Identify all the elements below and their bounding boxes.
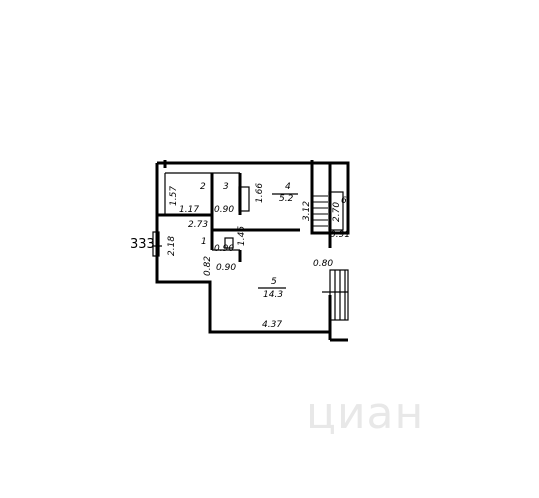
dim-1-57: 1.57	[169, 186, 179, 206]
room-6-number: 6	[341, 196, 347, 206]
interior-walls	[157, 172, 300, 262]
dim-3-12: 3.12	[302, 201, 312, 221]
dim-0-90-c: 0.90	[216, 263, 236, 273]
room-4-area: 5.2	[279, 194, 294, 204]
dim-0-90-a: 0.90	[214, 205, 234, 215]
dim-2-70: 2.70	[332, 202, 342, 222]
fixture	[238, 186, 250, 212]
dim-2-18: 2.18	[167, 236, 177, 256]
fixture-small	[224, 237, 234, 249]
side-label: 333	[130, 237, 155, 252]
outer-walls	[155, 160, 348, 342]
dim-4-37: 4.37	[262, 320, 282, 330]
watermark: циан	[306, 388, 424, 439]
dim-0-80: 0.80	[313, 259, 333, 269]
room-4-number: 4	[285, 182, 291, 192]
dim-0-91: 0.91	[330, 230, 350, 240]
dim-1-17: 1.17	[179, 205, 199, 215]
dim-0-90-b: 0.90	[214, 244, 234, 254]
room-2-number: 2	[200, 182, 206, 192]
dim-2-73: 2.73	[188, 220, 208, 230]
room-5-area: 14.3	[263, 290, 283, 300]
window-hatch	[322, 269, 349, 321]
room-3-number: 3	[223, 182, 229, 192]
dim-1-45: 1.45	[237, 226, 247, 246]
room-1-number: 1	[201, 237, 207, 247]
dim-0-82: 0.82	[203, 256, 213, 276]
left-marker	[152, 231, 160, 257]
room-5-number: 5	[271, 277, 277, 287]
dim-1-66: 1.66	[255, 183, 265, 203]
loggia	[310, 161, 350, 235]
